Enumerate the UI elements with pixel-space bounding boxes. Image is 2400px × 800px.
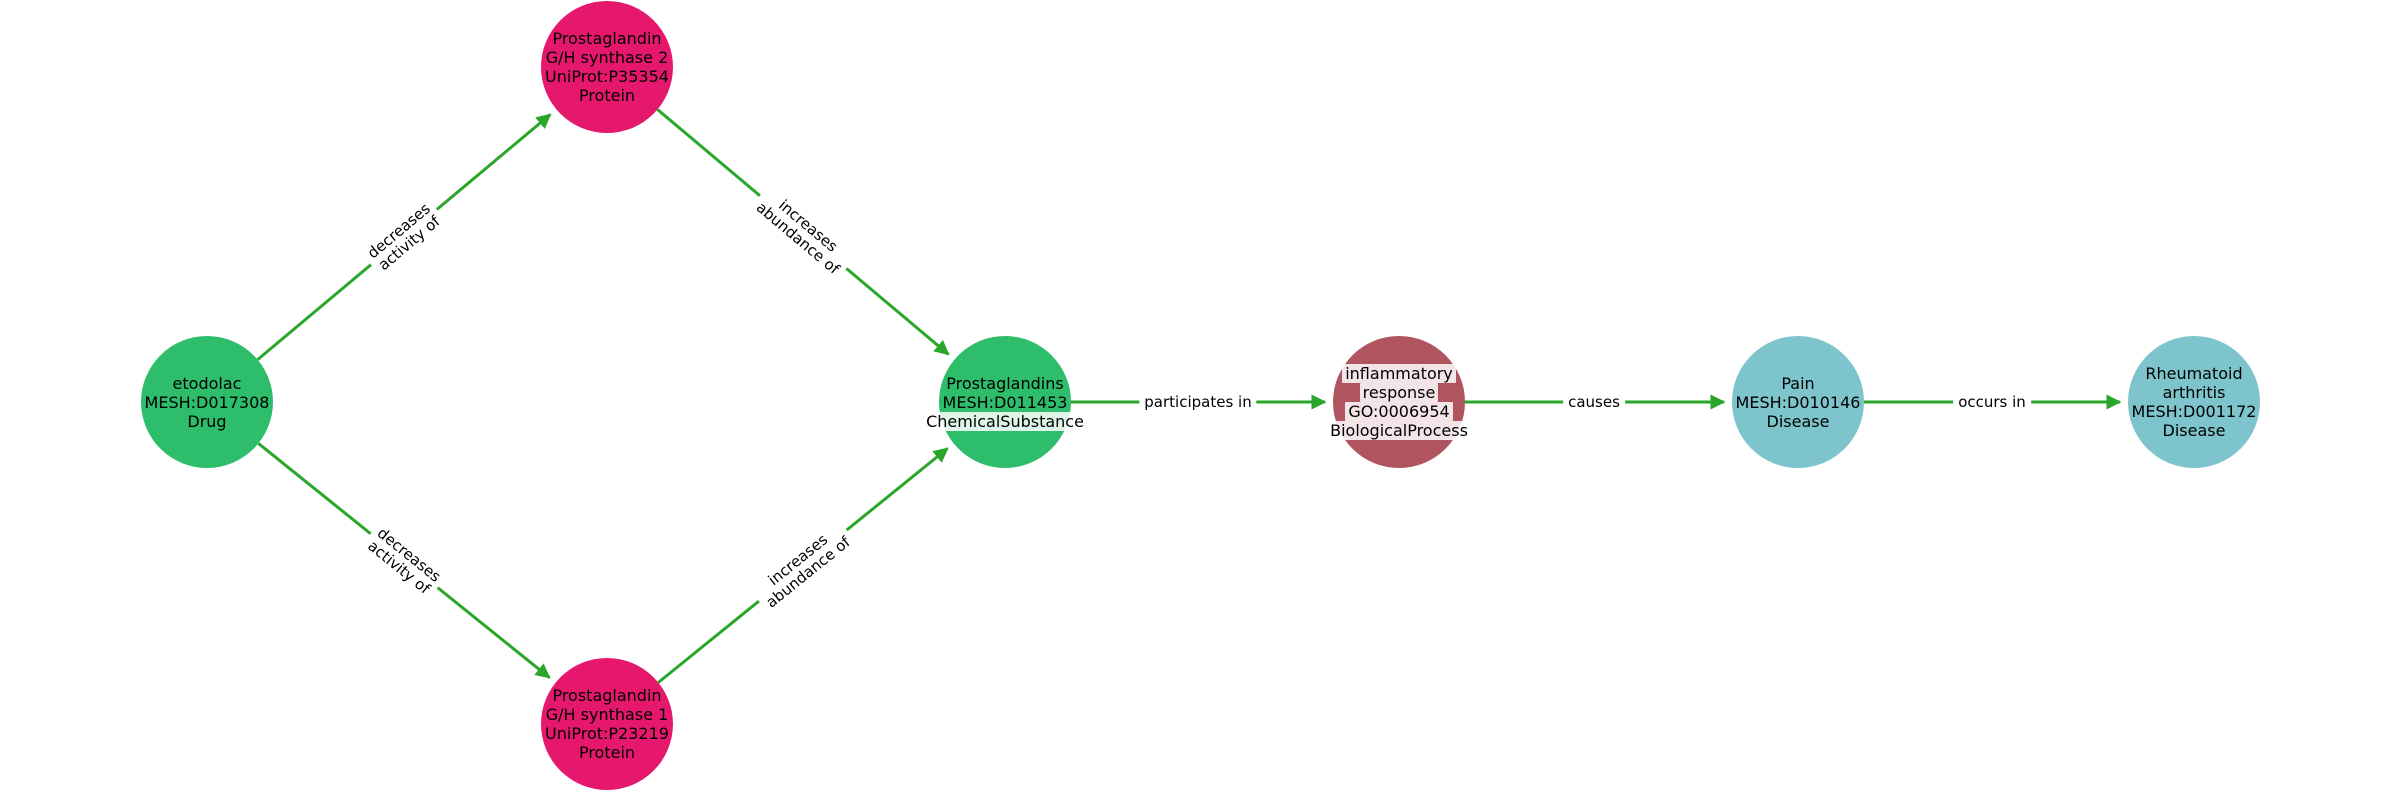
node-pain: Pain MESH:D010146 Disease [1732, 336, 1864, 468]
edge-label-participates-in: participates in [1139, 392, 1257, 412]
node-label-line: inflammatory [1342, 364, 1456, 383]
node-label-line: etodolac [172, 373, 242, 393]
edge-label-text: occurs in [1958, 393, 2026, 411]
node-label-line: response [1359, 383, 1439, 402]
node-rheumatoid-arthritis: Rheumatoid arthritis MESH:D001172 Diseas… [2128, 336, 2260, 468]
node-label-line: arthritis [2162, 383, 2226, 402]
node-label-line: MESH:D017308 [144, 392, 270, 412]
node-label-line: MESH:D010146 [1735, 392, 1861, 412]
node-label-line: GO:0006954 [1345, 402, 1453, 421]
node-label-line: Drug [187, 411, 227, 431]
node-label-line: Rheumatoid [2145, 364, 2243, 383]
node-inflammatory-response: inflammatory response GO:0006954 Biologi… [1327, 336, 1471, 468]
node-label-line: Protein [578, 86, 636, 105]
node-label-line: MESH:D001172 [2131, 402, 2257, 421]
node-label-line: Disease [1766, 411, 1830, 431]
edge-label-text: causes [1568, 393, 1620, 411]
node-label-line: Prostaglandin [552, 29, 662, 48]
node-label-line: Protein [578, 743, 636, 762]
node-etodolac: etodolac MESH:D017308 Drug [141, 336, 273, 468]
edge-label-text: participates in [1144, 393, 1252, 411]
node-prostaglandin-gh-synthase-2: Prostaglandin G/H synthase 2 UniProt:P35… [541, 1, 673, 133]
node-label-line: MESH:D011453 [942, 392, 1068, 412]
node-label-line: UniProt:P35354 [545, 67, 669, 86]
node-label-line: G/H synthase 1 [545, 705, 669, 724]
node-label-line: UniProt:P23219 [545, 724, 669, 743]
node-prostaglandin-gh-synthase-1: Prostaglandin G/H synthase 1 UniProt:P23… [541, 658, 673, 790]
node-label-line: BiologicalProcess [1327, 421, 1471, 440]
node-label-line: Prostaglandins [946, 373, 1064, 393]
node-label-line: ChemicalSubstance [923, 411, 1087, 431]
node-label-line: G/H synthase 2 [545, 48, 669, 67]
node-prostaglandins: Prostaglandins MESH:D011453 ChemicalSubs… [923, 336, 1087, 468]
node-label-line: Disease [2162, 421, 2226, 440]
edge-label-causes: causes [1563, 392, 1625, 412]
node-label-line: Prostaglandin [552, 686, 662, 705]
edge-label-occurs-in: occurs in [1953, 392, 2031, 412]
node-label-line: Pain [1781, 373, 1815, 393]
